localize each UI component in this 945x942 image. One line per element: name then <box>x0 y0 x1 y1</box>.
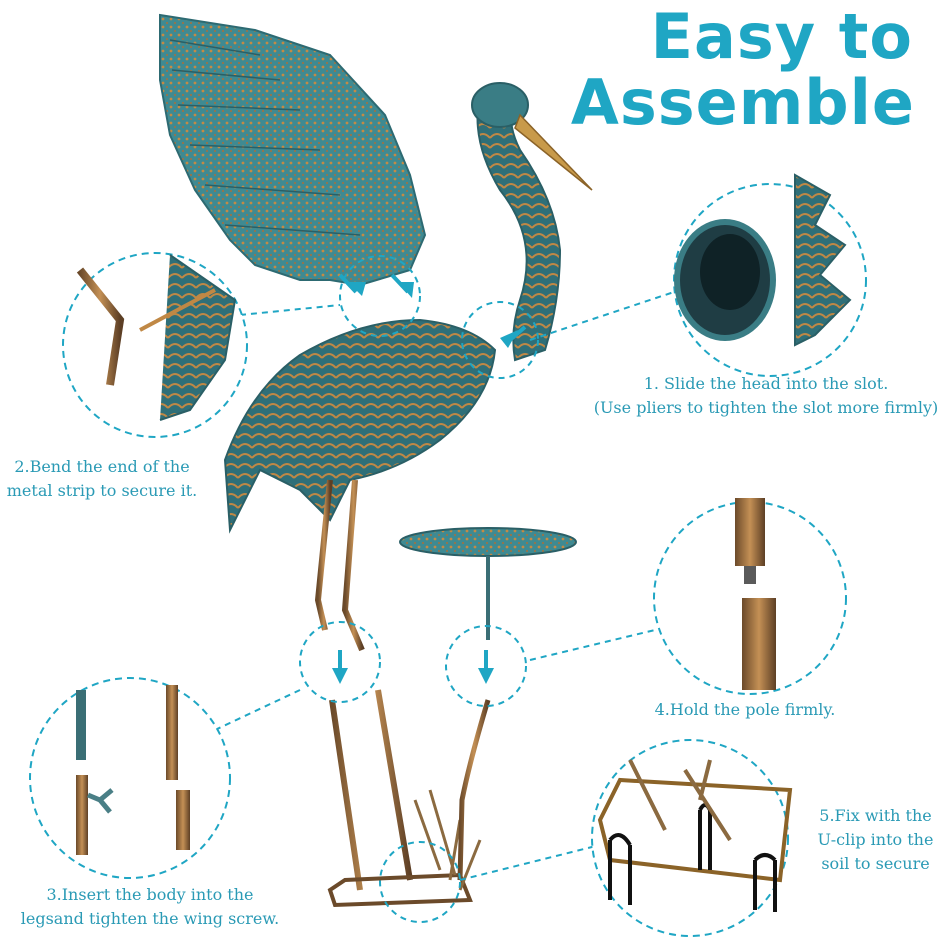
headline-line1: Easy to <box>650 0 913 73</box>
step4-caption: 4.Hold the pole firmly. <box>640 698 850 722</box>
wing <box>159 13 427 287</box>
step5-caption: 5.Fix with the U-clip into the soil to s… <box>808 804 943 876</box>
detail-u-clip <box>597 759 793 912</box>
legs <box>314 479 482 908</box>
step1-line1: 1. Slide the head into the slot. <box>643 374 889 393</box>
detail-pole <box>735 498 776 690</box>
bird-bath <box>399 527 577 881</box>
body <box>223 318 497 534</box>
step1-caption: 1. Slide the head into the slot. (Use pl… <box>586 372 945 420</box>
step5-line3: soil to secure <box>821 854 930 873</box>
step2-line1: 2.Bend the end of the <box>14 457 190 476</box>
detail-legs-screw <box>76 685 190 855</box>
neck-head <box>471 82 593 362</box>
step2-caption: 2.Bend the end of the metal strip to sec… <box>2 455 202 503</box>
step3-line1: 3.Insert the body into the <box>46 885 254 904</box>
step2-line2: metal strip to secure it. <box>6 481 198 500</box>
step1-line2: (Use pliers to tighten the slot more fir… <box>593 398 939 417</box>
detail-head-slot <box>674 173 852 347</box>
step5-line2: U-clip into the <box>817 830 934 849</box>
callout-lines <box>214 289 681 881</box>
step5-line1: 5.Fix with the <box>819 806 932 825</box>
headline-line2: Assemble <box>570 66 915 139</box>
step3-line2: legsand tighten the wing screw. <box>20 909 280 928</box>
arrow-stems <box>338 273 527 670</box>
step3-caption: 3.Insert the body into the legsand tight… <box>0 883 300 931</box>
detail-strip-bend <box>76 254 237 421</box>
step4-line1: 4.Hold the pole firmly. <box>654 700 836 719</box>
